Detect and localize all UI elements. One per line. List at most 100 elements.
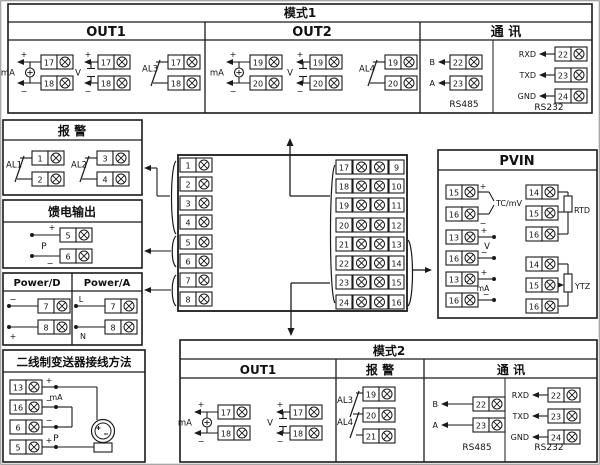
- screw-head-icon: [464, 252, 476, 264]
- screw-head-icon: [464, 208, 476, 220]
- alarm-label: AL2: [71, 161, 87, 171]
- input-type-label: V: [484, 242, 490, 252]
- mode1-rs232-label: RS232: [534, 103, 563, 113]
- screw-slot: [188, 58, 196, 66]
- signal-name: TXD: [511, 412, 529, 421]
- screw-slot: [466, 296, 474, 304]
- terminal-number: 21: [366, 433, 376, 442]
- screw-slot: [383, 390, 391, 398]
- screw-slot: [30, 443, 38, 451]
- plus-mark: +: [481, 226, 488, 235]
- terminal-number: 6: [185, 258, 190, 267]
- power-section: Power/D Power/A: [2, 272, 143, 346]
- wire-endpoint-dot: [54, 405, 58, 409]
- screw-slot: [466, 210, 474, 218]
- terminal-number: 19: [388, 59, 398, 68]
- terminal-number-box: [335, 255, 353, 271]
- screw-slot: [270, 79, 278, 87]
- screw-slot: [375, 278, 384, 286]
- bracket: [407, 239, 414, 307]
- arrowhead: [84, 80, 91, 86]
- screw-head-icon: [573, 90, 585, 102]
- screw-head-icon: [374, 276, 385, 288]
- arrowhead: [194, 409, 201, 415]
- screw-slot: [493, 400, 501, 408]
- arrowhead: [286, 138, 294, 146]
- terminal-number: 13: [449, 276, 459, 285]
- output-type-label: mA: [1, 69, 15, 79]
- screw-slot: [200, 161, 208, 169]
- terminal-number: 19: [313, 59, 323, 68]
- terminal-number: 23: [551, 413, 561, 422]
- screw-slot: [383, 411, 391, 419]
- arrowhead: [441, 401, 448, 407]
- screw-head-icon: [468, 56, 480, 68]
- ytz-resistor-icon: [563, 273, 573, 293]
- screw-head-icon: [116, 77, 128, 89]
- screw-head-icon: [328, 77, 340, 89]
- screw-slot: [80, 231, 88, 239]
- arrowhead: [144, 165, 151, 171]
- screw-head-icon: [374, 219, 385, 231]
- screw-slot: [52, 154, 60, 162]
- terminal-number: 1: [37, 155, 42, 164]
- screw-slot: [30, 403, 38, 411]
- terminal-number: 16: [449, 211, 459, 220]
- terminal-number: 16: [449, 255, 459, 264]
- polarity-mark: −: [46, 416, 53, 425]
- terminal-number: 8: [43, 324, 48, 333]
- plus-mark: +: [49, 223, 56, 232]
- terminal-number: 18: [339, 183, 349, 192]
- signal-name: GND: [518, 92, 536, 101]
- contact-switch-icon: [367, 59, 378, 87]
- p-label: P: [53, 434, 59, 444]
- screw-head-icon: [374, 180, 385, 192]
- signal-name: B: [430, 58, 436, 67]
- screw-head-icon: [544, 186, 556, 198]
- terminal-number: 5: [65, 232, 70, 241]
- terminal-number: 17: [221, 409, 231, 418]
- arrowhead: [296, 59, 303, 65]
- minus-mark: −: [198, 437, 205, 446]
- screw-slot: [58, 302, 66, 310]
- screw-head-icon: [198, 197, 210, 209]
- transmitter-base: [93, 442, 113, 453]
- screw-head-icon: [356, 161, 367, 173]
- terminal-number-box: [335, 159, 353, 175]
- terminal-number: 17: [339, 164, 349, 173]
- screw-head-icon: [198, 178, 210, 190]
- screw-slot: [80, 252, 88, 260]
- screw-slot: [375, 201, 384, 209]
- input-type-label: mA: [477, 284, 490, 293]
- terminal-number: 15: [449, 189, 459, 198]
- terminal-number: 13: [13, 384, 23, 393]
- screw-slot: [466, 188, 474, 196]
- polarity-mark: +: [46, 376, 53, 385]
- wire-endpoint-dot: [492, 298, 496, 302]
- terminal-number-box: [388, 159, 405, 175]
- arrowhead: [539, 72, 546, 78]
- plus-mark: +: [85, 50, 92, 59]
- screw-slot: [200, 295, 208, 303]
- output-type-label: V: [267, 419, 273, 429]
- alarm-title: 报 警: [58, 123, 86, 138]
- arrowhead: [84, 59, 91, 65]
- screw-head-icon: [198, 236, 210, 248]
- screw-slot: [470, 79, 478, 87]
- screw-slot: [30, 383, 38, 391]
- minus-mark: −: [277, 437, 284, 446]
- terminal-number-box: [388, 178, 405, 194]
- terminal-number: 16: [449, 297, 459, 306]
- transmitter-icon: [94, 422, 112, 440]
- minus-mark: −: [21, 87, 28, 96]
- mode2-rs232-label: RS232: [534, 443, 563, 453]
- screw-slot: [383, 432, 391, 440]
- screw-slot: [568, 412, 576, 420]
- arrowhead: [194, 430, 201, 436]
- screw-head-icon: [491, 419, 503, 431]
- screw-slot: [118, 58, 126, 66]
- contact-switch-icon: [14, 155, 25, 183]
- screw-slot: [117, 175, 125, 183]
- screw-head-icon: [374, 199, 385, 211]
- terminal-number-box: [388, 274, 405, 290]
